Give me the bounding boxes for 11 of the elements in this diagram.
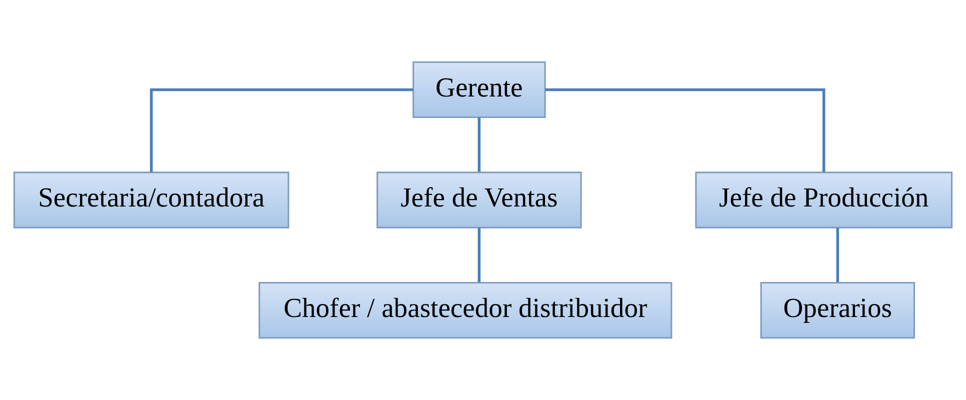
connector xyxy=(836,228,840,282)
node-box: Chofer / abastecedor distribuidor xyxy=(258,282,672,339)
connector xyxy=(478,228,481,282)
node-box: Operarios xyxy=(760,282,915,339)
connector xyxy=(478,118,481,172)
connector xyxy=(150,88,414,172)
node-box: Secretaria/contadora xyxy=(13,172,290,228)
node-box: Gerente xyxy=(412,61,546,118)
connector xyxy=(545,88,826,172)
node-box: Jefe de Producción xyxy=(695,172,953,228)
node-box: Jefe de Ventas xyxy=(376,172,582,228)
